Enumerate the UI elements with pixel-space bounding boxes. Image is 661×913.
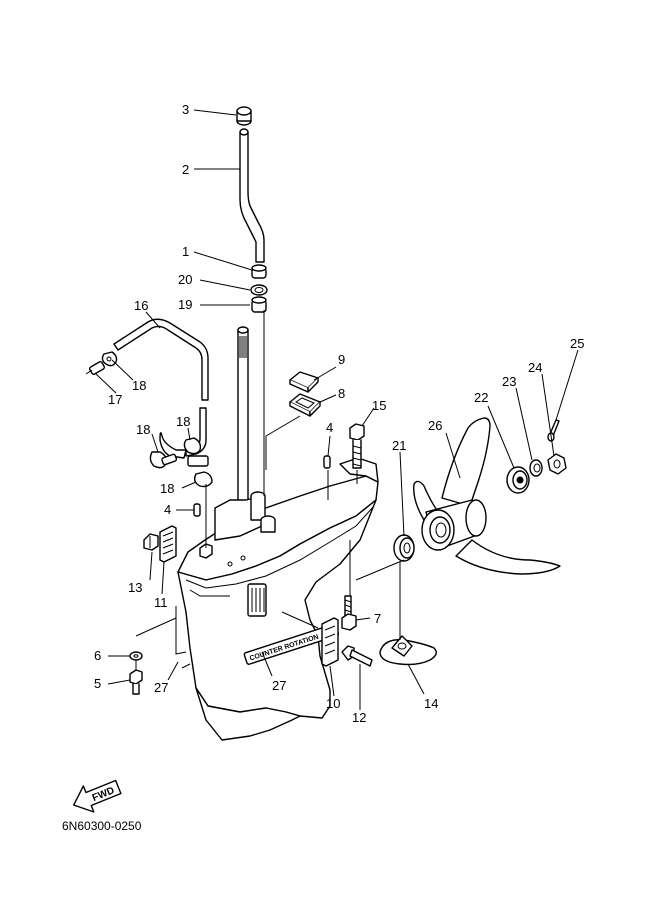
part-24-nut[interactable] xyxy=(547,453,567,475)
part-16-hose[interactable] xyxy=(113,318,209,459)
callout-27-center: 27 xyxy=(272,678,286,693)
callout-16: 16 xyxy=(134,298,148,313)
part-18-hose-clip-top[interactable] xyxy=(101,351,118,367)
part-20-washer[interactable] xyxy=(250,284,268,296)
callout-9: 9 xyxy=(338,352,345,367)
part-11-anode[interactable] xyxy=(159,525,177,563)
callout-21: 21 xyxy=(392,438,406,453)
part-1-seal[interactable] xyxy=(251,264,267,279)
part-3-grommet[interactable] xyxy=(236,106,252,126)
part-23-washer[interactable] xyxy=(529,459,543,477)
part-7-bolt[interactable] xyxy=(341,595,357,631)
callout-22: 22 xyxy=(474,390,488,405)
water-inlet-grille xyxy=(247,583,267,617)
callout-27-left: 27 xyxy=(154,680,168,695)
callout-12: 12 xyxy=(352,710,366,725)
part-15-bolt[interactable] xyxy=(349,423,365,469)
callout-18-top: 18 xyxy=(132,378,146,393)
callout-2: 2 xyxy=(182,162,189,177)
callout-14: 14 xyxy=(424,696,438,711)
callout-26: 26 xyxy=(428,418,442,433)
forward-arrow: FWD xyxy=(73,779,122,813)
diagram-code: 6N60300-0250 xyxy=(62,819,142,833)
hose-fitting-on-housing xyxy=(187,455,209,467)
part-21-spacer[interactable] xyxy=(393,534,415,562)
callout-25: 25 xyxy=(570,336,584,351)
part-9-rubber-seal[interactable] xyxy=(289,371,319,393)
callout-18-left: 18 xyxy=(136,422,150,437)
callout-6: 6 xyxy=(94,648,101,663)
callout-8: 8 xyxy=(338,386,345,401)
leader-lines xyxy=(95,109,579,710)
part-2-water-tube[interactable] xyxy=(239,128,265,263)
part-4-dowel-pin-right[interactable] xyxy=(323,455,331,469)
part-22-thrust-washer[interactable] xyxy=(506,466,530,494)
assembly-lines xyxy=(135,310,405,670)
callout-24: 24 xyxy=(528,360,542,375)
part-12-bolt[interactable] xyxy=(341,645,373,667)
part-6-washer[interactable] xyxy=(129,651,143,661)
part-14-trim-tab[interactable] xyxy=(379,635,437,666)
part-4-dowel-pin-left[interactable] xyxy=(193,503,201,517)
callout-4-right: 4 xyxy=(326,420,333,435)
callout-10: 10 xyxy=(326,696,340,711)
callout-4-left: 4 xyxy=(164,502,171,517)
part-18-hose-clip-mid[interactable] xyxy=(183,437,202,455)
callout-18-mid: 18 xyxy=(176,414,190,429)
part-18-hose-clip-left[interactable] xyxy=(149,451,178,469)
callout-18-bottom: 18 xyxy=(160,481,174,496)
callout-20: 20 xyxy=(178,272,192,287)
part-5-bolt[interactable] xyxy=(129,669,143,695)
callout-labels: 3 2 1 20 19 16 18 17 18 18 18 4 13 11 6 … xyxy=(94,102,584,725)
callout-23: 23 xyxy=(502,374,516,389)
part-17-fitting[interactable] xyxy=(85,361,106,375)
callout-13: 13 xyxy=(128,580,142,595)
callout-5: 5 xyxy=(94,676,101,691)
callout-17: 17 xyxy=(108,392,122,407)
part-27-lower-casing[interactable]: COUNTER ROTATION xyxy=(177,457,379,741)
callout-7: 7 xyxy=(374,611,381,626)
drive-shaft xyxy=(237,326,249,511)
part-13-bolt[interactable] xyxy=(143,533,159,551)
callout-11: 11 xyxy=(154,595,168,610)
part-26-propeller[interactable] xyxy=(413,417,561,575)
part-19-grommet[interactable] xyxy=(251,296,267,313)
callout-1: 1 xyxy=(182,244,189,259)
part-8-seal-plate[interactable] xyxy=(289,393,321,417)
callout-15: 15 xyxy=(372,398,386,413)
part-18-hose-clip-bottom[interactable] xyxy=(193,471,213,488)
callout-19: 19 xyxy=(178,297,192,312)
part-10-anode[interactable] xyxy=(321,617,339,667)
callout-3: 3 xyxy=(182,102,189,117)
